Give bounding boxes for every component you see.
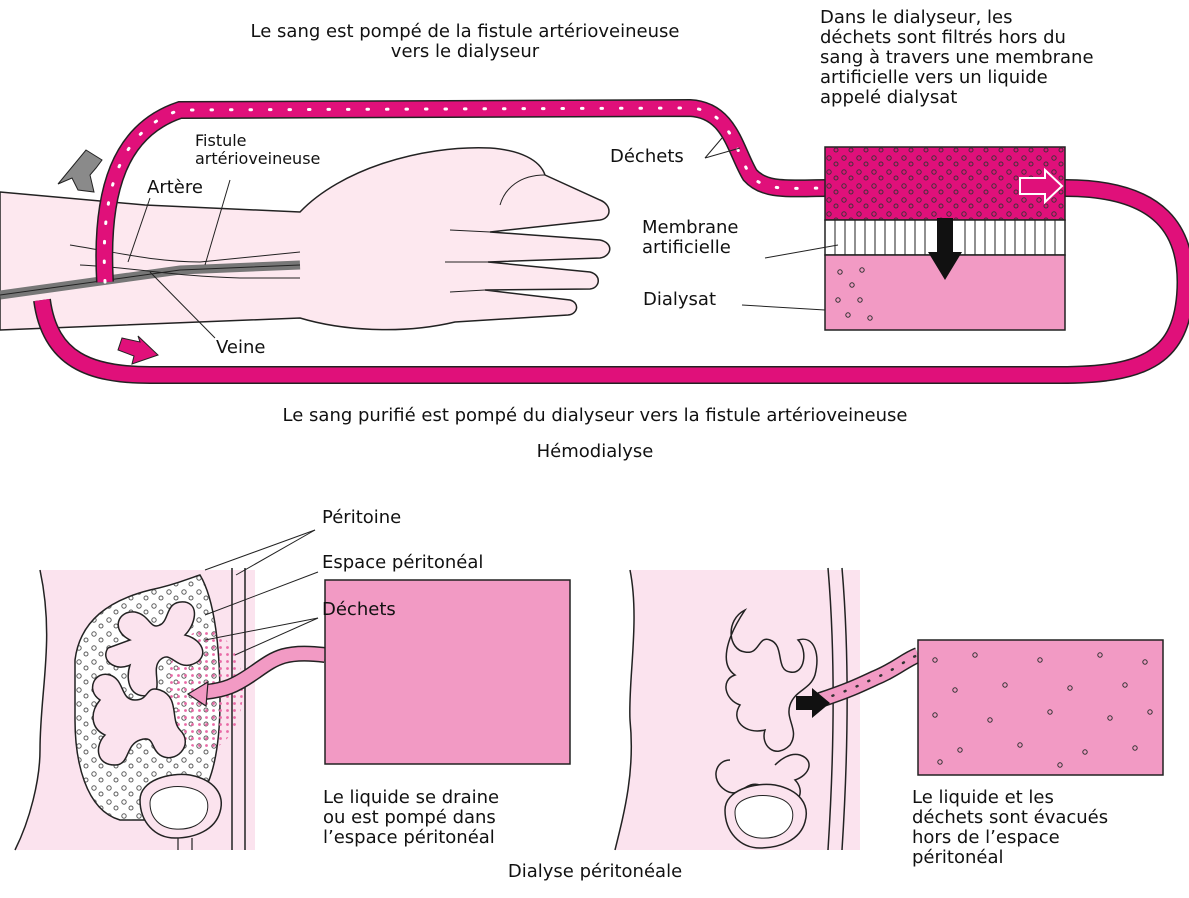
caption-right: Le liquide et les déchets sont évacués h… (912, 788, 1172, 868)
arm-illustration (0, 148, 610, 330)
top-caption: Le sang est pompé de la fistule artériov… (170, 22, 760, 62)
label-peritoneum: Péritoine (322, 508, 401, 528)
peritoneal-right-illustration (615, 568, 860, 850)
dialyzer (825, 147, 1065, 330)
caption-left: Le liquide se draine ou est pompé dans l… (323, 788, 583, 848)
peritoneal-title: Dialyse péritonéale (420, 862, 770, 882)
dialyzer-caption: Dans le dialyseur, les déchets sont filt… (820, 8, 1165, 108)
label-dialysate: Dialysat (643, 290, 716, 310)
label-waste-hemo: Déchets (610, 147, 684, 167)
label-peritoneal-space: Espace péritonéal (322, 553, 483, 573)
label-waste-peritoneal: Déchets (322, 600, 396, 620)
label-vein: Veine (216, 338, 265, 358)
hemodialysis-title: Hémodialyse (470, 442, 720, 462)
bottom-caption: Le sang purifié est pompé du dialyseur v… (120, 406, 1070, 426)
label-fistula: Fistule artérioveineuse (195, 132, 375, 168)
label-membrane: Membrane artificielle (642, 218, 782, 258)
peritoneal-left-illustration (15, 568, 255, 850)
dialysate-bag-right (918, 640, 1163, 775)
label-artery: Artère (147, 178, 203, 198)
arrow-return-icon (118, 336, 158, 364)
arrow-up-icon (58, 150, 102, 192)
